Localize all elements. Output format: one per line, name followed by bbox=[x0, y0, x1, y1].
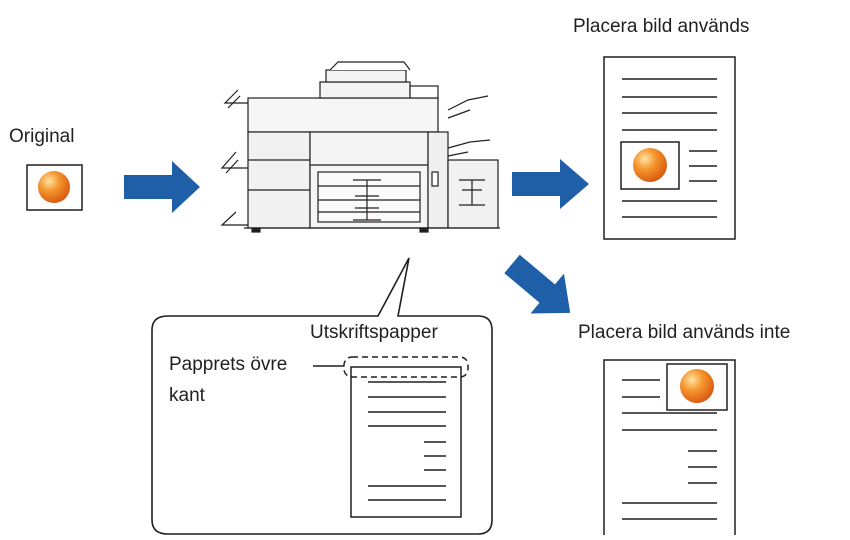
print-paper-label: Utskriftspapper bbox=[310, 322, 438, 343]
paper-top-edge-label: Papprets övre bbox=[169, 354, 288, 375]
original-label: Original bbox=[9, 126, 75, 147]
image-placement-not-used-label: Placera bild används inte bbox=[578, 322, 791, 343]
result-page-not-used bbox=[603, 359, 736, 540]
result-page-used bbox=[603, 56, 736, 240]
copier-machine-icon bbox=[220, 61, 500, 233]
paper-top-edge-label-line2: kant bbox=[169, 385, 205, 406]
arrow-to-not-used-result-icon bbox=[504, 254, 571, 314]
original-image-icon bbox=[26, 164, 83, 211]
paper-top-edge-highlight bbox=[343, 356, 469, 378]
image-placement-used-label: Placera bild används bbox=[573, 16, 750, 37]
arrow-to-machine-icon bbox=[124, 161, 200, 213]
print-paper-icon bbox=[313, 356, 469, 518]
arrow-to-used-result-icon bbox=[512, 159, 589, 209]
